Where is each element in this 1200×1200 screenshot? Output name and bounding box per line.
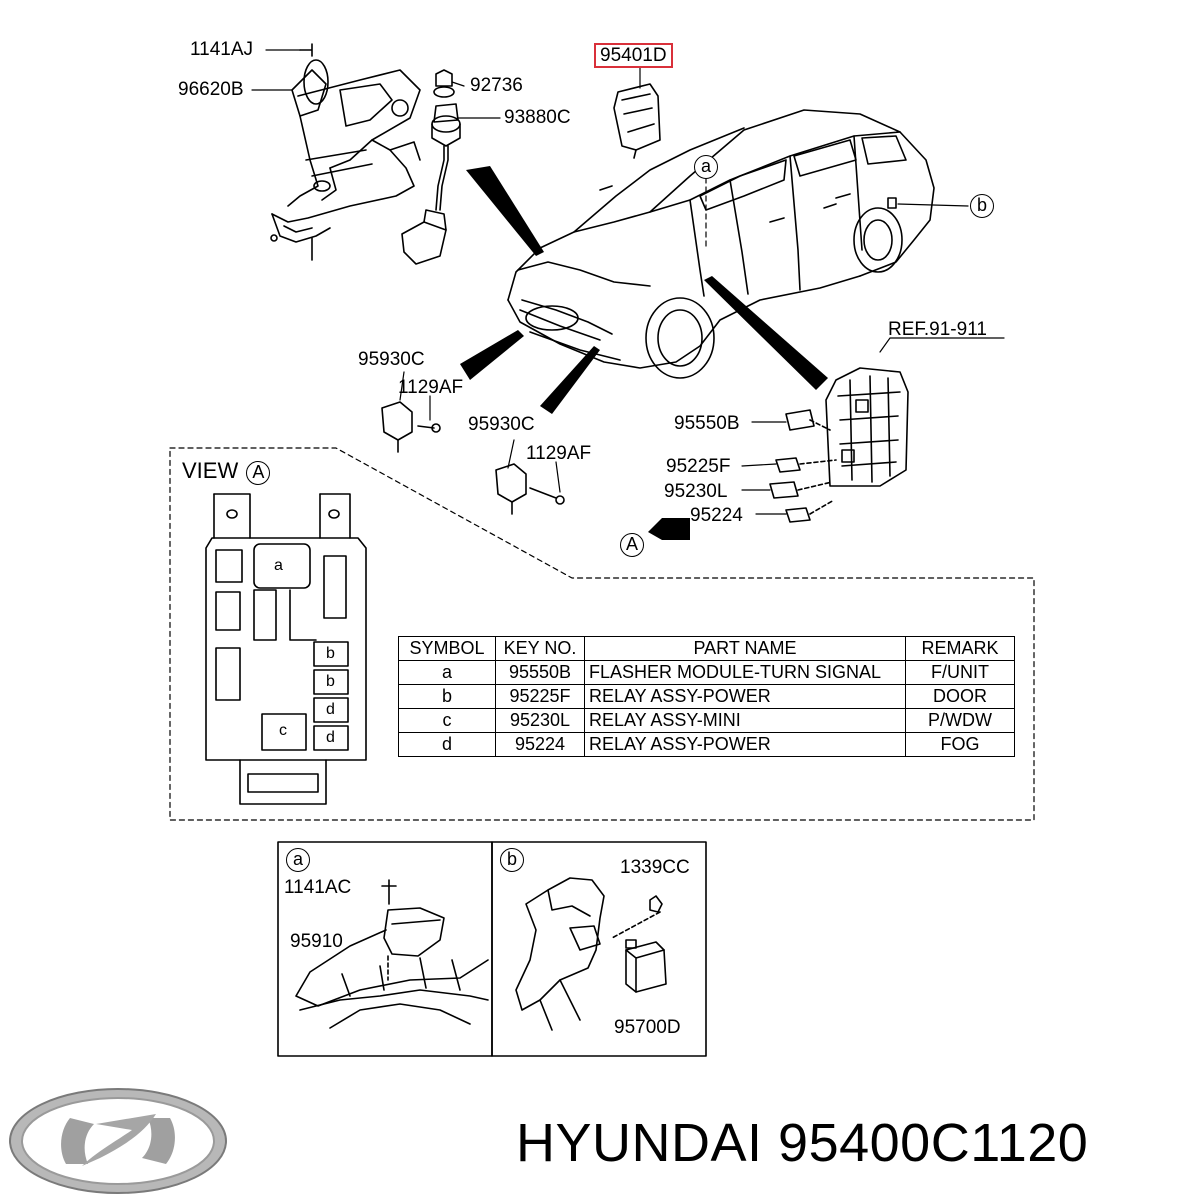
cell-remark: FOG [905,732,1015,757]
brand-part-number: 95400C1120 [778,1113,1089,1173]
brand-name: HYUNDAI [516,1113,763,1173]
cell-remark: DOOR [905,684,1015,709]
table-row: b 95225F RELAY ASSY-POWER DOOR [398,684,1015,709]
callout-marker-b: b [970,194,994,218]
relay-parts [769,409,837,523]
table-header-symbol: SYMBOL [398,636,496,661]
fuse-label-d1: d [326,701,335,718]
leader-lines [251,49,1005,515]
detail-b-marker: b [500,848,524,872]
relay-box [205,493,367,805]
cell-part-name: RELAY ASSY-MINI [584,708,906,733]
module-95401D [613,83,661,159]
cell-symbol: c [398,708,496,733]
brand-caption: HYUNDAI 95400C1120 [516,1112,1088,1174]
callout-1141AC: 1141AC [284,877,352,898]
cell-symbol: b [398,684,496,709]
car-body [507,109,935,379]
callout-1339CC: 1339CC [620,857,690,878]
fuse-label-d2: d [326,729,335,746]
cell-key: 95550B [495,660,585,685]
cell-part-name: RELAY ASSY-POWER [584,732,906,757]
table-header-row: SYMBOL KEY NO. PART NAME REMARK [398,636,1015,661]
fuse-label-b1: b [326,645,335,662]
cell-part-name: RELAY ASSY-POWER [584,684,906,709]
callout-96620B: 96620B [178,79,244,100]
callout-marker-a: a [694,155,718,179]
view-a-title: VIEW A [182,458,271,485]
sensor-assembly [401,69,461,265]
front-bracket-assembly [270,43,421,261]
cell-remark: F/UNIT [905,660,1015,685]
callout-95700D: 95700D [614,1017,681,1038]
table-row: a 95550B FLASHER MODULE-TURN SIGNAL F/UN… [398,660,1015,685]
detail-b-parts [515,877,667,1031]
cell-symbol: a [398,660,496,685]
table-header-key: KEY NO. [495,636,585,661]
parts-table: SYMBOL KEY NO. PART NAME REMARK a 95550B… [398,636,1015,757]
fuse-label-a: a [274,557,283,574]
view-title-text: VIEW [182,458,239,483]
callout-93880C: 93880C [504,107,571,128]
callout-1129AF-1: 1129AF [398,377,464,398]
junction-block [825,367,909,487]
view-a-arrow [648,518,690,540]
table-header-remark: REMARK [905,636,1015,661]
callout-95910: 95910 [290,931,343,952]
view-title-marker: A [246,461,271,485]
table-header-part-name: PART NAME [584,636,906,661]
detail-a-parts [295,879,489,1029]
callout-95225F: 95225F [666,456,731,477]
cell-key: 95230L [495,708,585,733]
cell-symbol: d [398,732,496,757]
hyundai-logo [9,1088,227,1194]
callout-95230L: 95230L [664,481,728,502]
callout-1141AJ: 1141AJ [190,39,254,60]
callout-92736: 92736 [470,75,523,96]
fuse-label-c: c [279,722,287,739]
view-a-frame [169,447,1035,821]
detail-b-frame [491,841,707,1057]
impact-sensor-2 [495,463,565,515]
leader-wedges [460,166,828,414]
callout-95224: 95224 [690,505,743,526]
callout-95401D: 95401D [594,43,673,68]
fuse-label-b2: b [326,673,335,690]
callout-1129AF-2: 1129AF [526,443,592,464]
detail-a-marker: a [286,848,310,872]
callout-95930C-1: 95930C [358,349,425,370]
cell-remark: P/WDW [905,708,1015,733]
cell-key: 95224 [495,732,585,757]
table-row: d 95224 RELAY ASSY-POWER FOG [398,732,1015,757]
cell-part-name: FLASHER MODULE-TURN SIGNAL [584,660,906,685]
callout-marker-A: A [620,533,644,557]
cell-key: 95225F [495,684,585,709]
callout-ref-91-911: REF.91-911 [888,319,987,340]
impact-sensor-1 [381,401,441,453]
callout-95930C-2: 95930C [468,414,535,435]
table-row: c 95230L RELAY ASSY-MINI P/WDW [398,708,1015,733]
callout-95550B: 95550B [674,413,740,434]
